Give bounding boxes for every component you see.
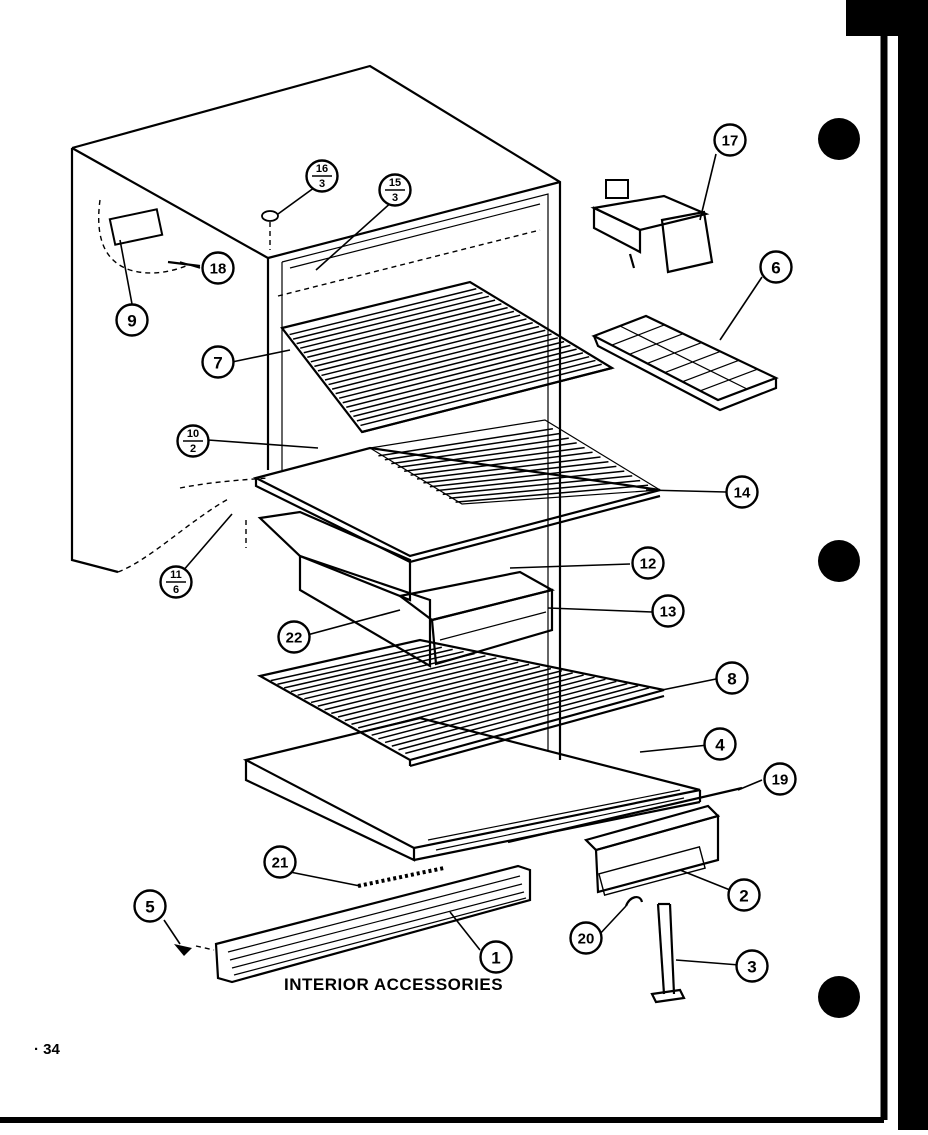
fraction-bottom: 6 xyxy=(173,584,179,596)
callout-6: 6 xyxy=(759,250,793,284)
fraction-top: 15 xyxy=(389,177,401,189)
strip-part-21 xyxy=(357,866,445,888)
callout-number: 14 xyxy=(734,485,751,502)
callout-12: 12 xyxy=(631,546,665,580)
callout-number: 18 xyxy=(210,261,227,278)
diagram-title: INTERIOR ACCESSORIES xyxy=(284,975,504,994)
fraction-callout-15: 153 xyxy=(378,173,412,207)
callout-13: 13 xyxy=(651,594,685,628)
callout-number: 22 xyxy=(286,630,303,647)
callout-17: 17 xyxy=(713,123,747,157)
fraction-callout-16: 163 xyxy=(305,159,339,193)
callout-number: 3 xyxy=(747,958,756,977)
callout-number: 6 xyxy=(771,259,780,278)
meat-keeper-part-2 xyxy=(507,786,743,896)
callout-8: 8 xyxy=(715,661,749,695)
binder-hole-bottom xyxy=(818,976,860,1018)
callout-number: 5 xyxy=(145,898,154,917)
callout-4: 4 xyxy=(703,727,737,761)
callout-number: 7 xyxy=(213,354,222,373)
callout-number: 8 xyxy=(727,670,736,689)
callout-19: 19 xyxy=(763,762,797,796)
support-leg-part-3 xyxy=(650,902,686,1004)
callout-number: 12 xyxy=(640,556,657,573)
fraction-bottom: 2 xyxy=(190,443,196,455)
fraction-top: 11 xyxy=(170,569,182,581)
fraction-bottom: 3 xyxy=(392,192,398,204)
callout-14: 14 xyxy=(725,475,759,509)
callout-1: 1 xyxy=(479,940,513,974)
callout-number: 21 xyxy=(272,855,289,872)
callout-number: 17 xyxy=(722,133,739,150)
callout-9: 9 xyxy=(115,303,149,337)
icemaker-part-17 xyxy=(590,179,714,274)
lower-shelf-part-8 xyxy=(256,638,665,768)
binder-hole-top xyxy=(818,118,860,160)
callout-21: 21 xyxy=(263,845,297,879)
cabinet-liner xyxy=(70,64,562,760)
clip-part-20 xyxy=(624,896,644,907)
fraction-top: 16 xyxy=(316,163,328,175)
fraction-top: 10 xyxy=(187,428,199,440)
front-grille-part-1 xyxy=(195,864,532,984)
callout-number: 9 xyxy=(127,312,136,331)
middle-shelf-part-14 xyxy=(252,419,662,564)
ice-tray-part-6 xyxy=(591,314,779,412)
plug-part-16 xyxy=(261,210,279,250)
callout-18: 18 xyxy=(201,251,235,285)
crisper-cover-part-4 xyxy=(242,716,702,862)
callout-number: 19 xyxy=(772,772,789,789)
callout-20: 20 xyxy=(569,921,603,955)
fraction-callout-11: 116 xyxy=(159,565,193,599)
crisper-drawer-part-13 xyxy=(245,510,555,668)
callout-number: 20 xyxy=(578,931,595,948)
callout-7: 7 xyxy=(201,345,235,379)
fraction-callout-10: 102 xyxy=(176,424,210,458)
screw-part-5 xyxy=(174,944,192,956)
callout-2: 2 xyxy=(727,878,761,912)
thermostat-control-part-9 xyxy=(98,199,201,274)
callout-number: 2 xyxy=(739,887,748,906)
callout-number: 4 xyxy=(715,736,725,755)
callout-number: 1 xyxy=(491,949,500,968)
callout-3: 3 xyxy=(735,949,769,983)
page-number-value: 34 xyxy=(43,1041,60,1058)
leader-lines xyxy=(119,153,763,967)
fraction-bottom: 3 xyxy=(319,178,325,190)
callout-number: 13 xyxy=(660,604,677,621)
callout-22: 22 xyxy=(277,620,311,654)
callout-5: 5 xyxy=(133,889,167,923)
page-number: · 34 xyxy=(34,1041,60,1058)
upper-shelf-part-7 xyxy=(280,280,615,434)
binder-hole-middle xyxy=(818,540,860,582)
